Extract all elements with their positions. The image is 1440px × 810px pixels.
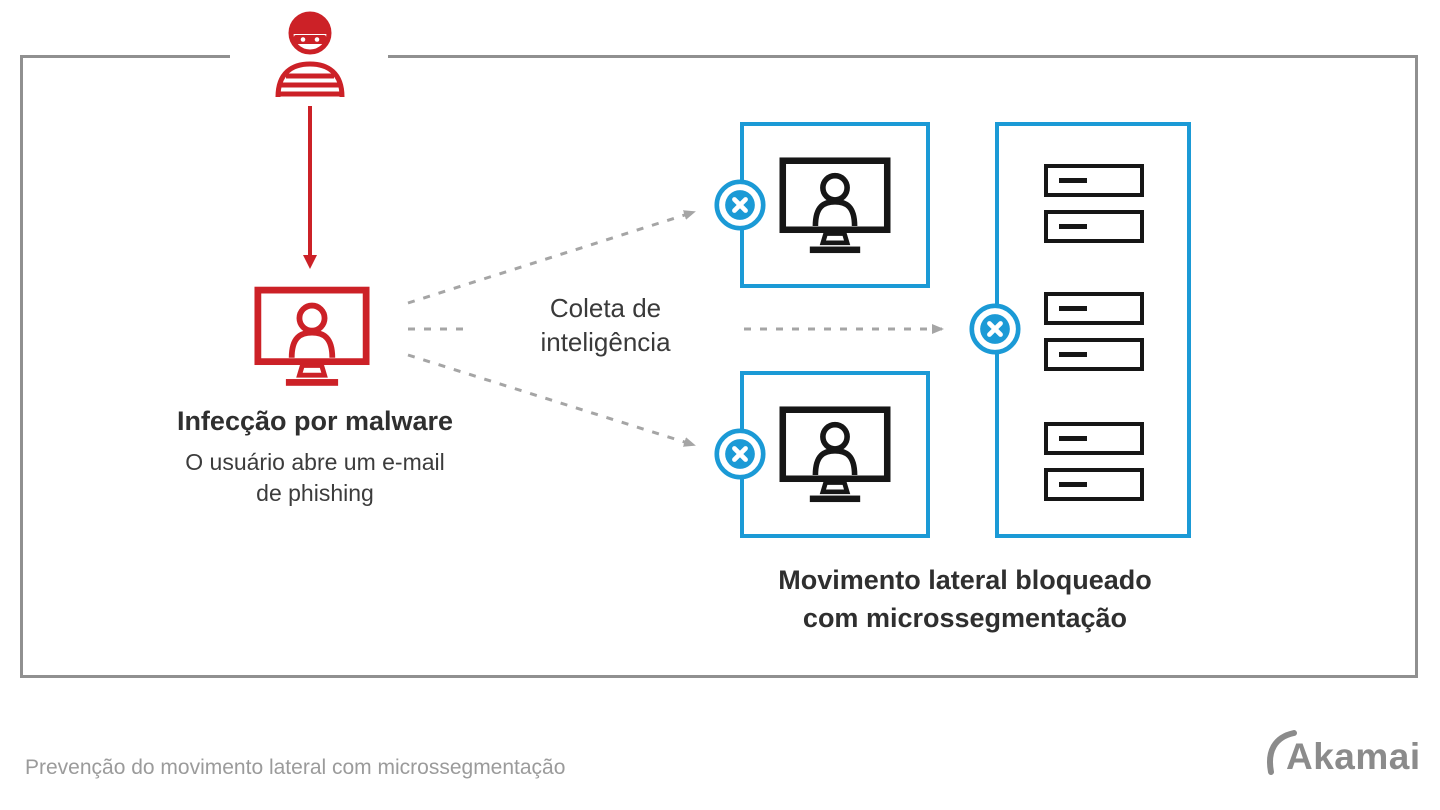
hacker-icon: [270, 6, 350, 105]
server-led: [1059, 436, 1087, 441]
blocked-x-icon: [714, 428, 766, 480]
blocked-label: Movimento lateral bloqueado com microsse…: [705, 562, 1225, 638]
server-led: [1059, 306, 1087, 311]
collection-label-line1: Coleta de: [549, 293, 662, 323]
server-icon: [1044, 422, 1144, 455]
infection-subtitle: O usuário abre um e-mail de phishing: [110, 447, 520, 509]
figure-caption: Prevenção do movimento lateral com micro…: [25, 756, 566, 779]
target-workstation-lower: [740, 371, 930, 538]
server-led: [1059, 224, 1087, 229]
target-server-rack: [995, 122, 1191, 538]
blocked-label-line2: com microssegmentação: [802, 602, 1128, 633]
infection-subtitle-line1: O usuário abre um e-mail: [185, 449, 445, 475]
akamai-swoosh-icon: [1267, 730, 1297, 775]
blocked-x-icon: [969, 303, 1021, 355]
server-icon: [1044, 164, 1144, 197]
collection-label: Coleta de inteligência: [468, 290, 743, 362]
diagram-border: [20, 55, 1418, 678]
server-led: [1059, 178, 1087, 183]
akamai-logo-text: Akamai: [1286, 736, 1421, 777]
server-icon: [1044, 338, 1144, 371]
blocked-x-icon: [714, 179, 766, 231]
server-led: [1059, 352, 1087, 357]
server-icon: [1044, 292, 1144, 325]
akamai-logo: Akamai: [1262, 730, 1432, 786]
server-icon: [1044, 210, 1144, 243]
server-led: [1059, 482, 1087, 487]
server-icon: [1044, 468, 1144, 501]
target-workstation-upper: [740, 122, 930, 288]
infection-title: Infecção por malware: [176, 406, 454, 436]
blocked-label-line1: Movimento lateral bloqueado: [778, 565, 1152, 595]
monitor-user-icon: [779, 156, 891, 253]
infection-subtitle-line2: de phishing: [256, 480, 374, 507]
infected-computer-icon: [254, 286, 370, 392]
monitor-user-icon: [779, 406, 891, 503]
diagram-border-gap: [230, 52, 388, 62]
collection-label-line2: inteligência: [540, 326, 671, 357]
